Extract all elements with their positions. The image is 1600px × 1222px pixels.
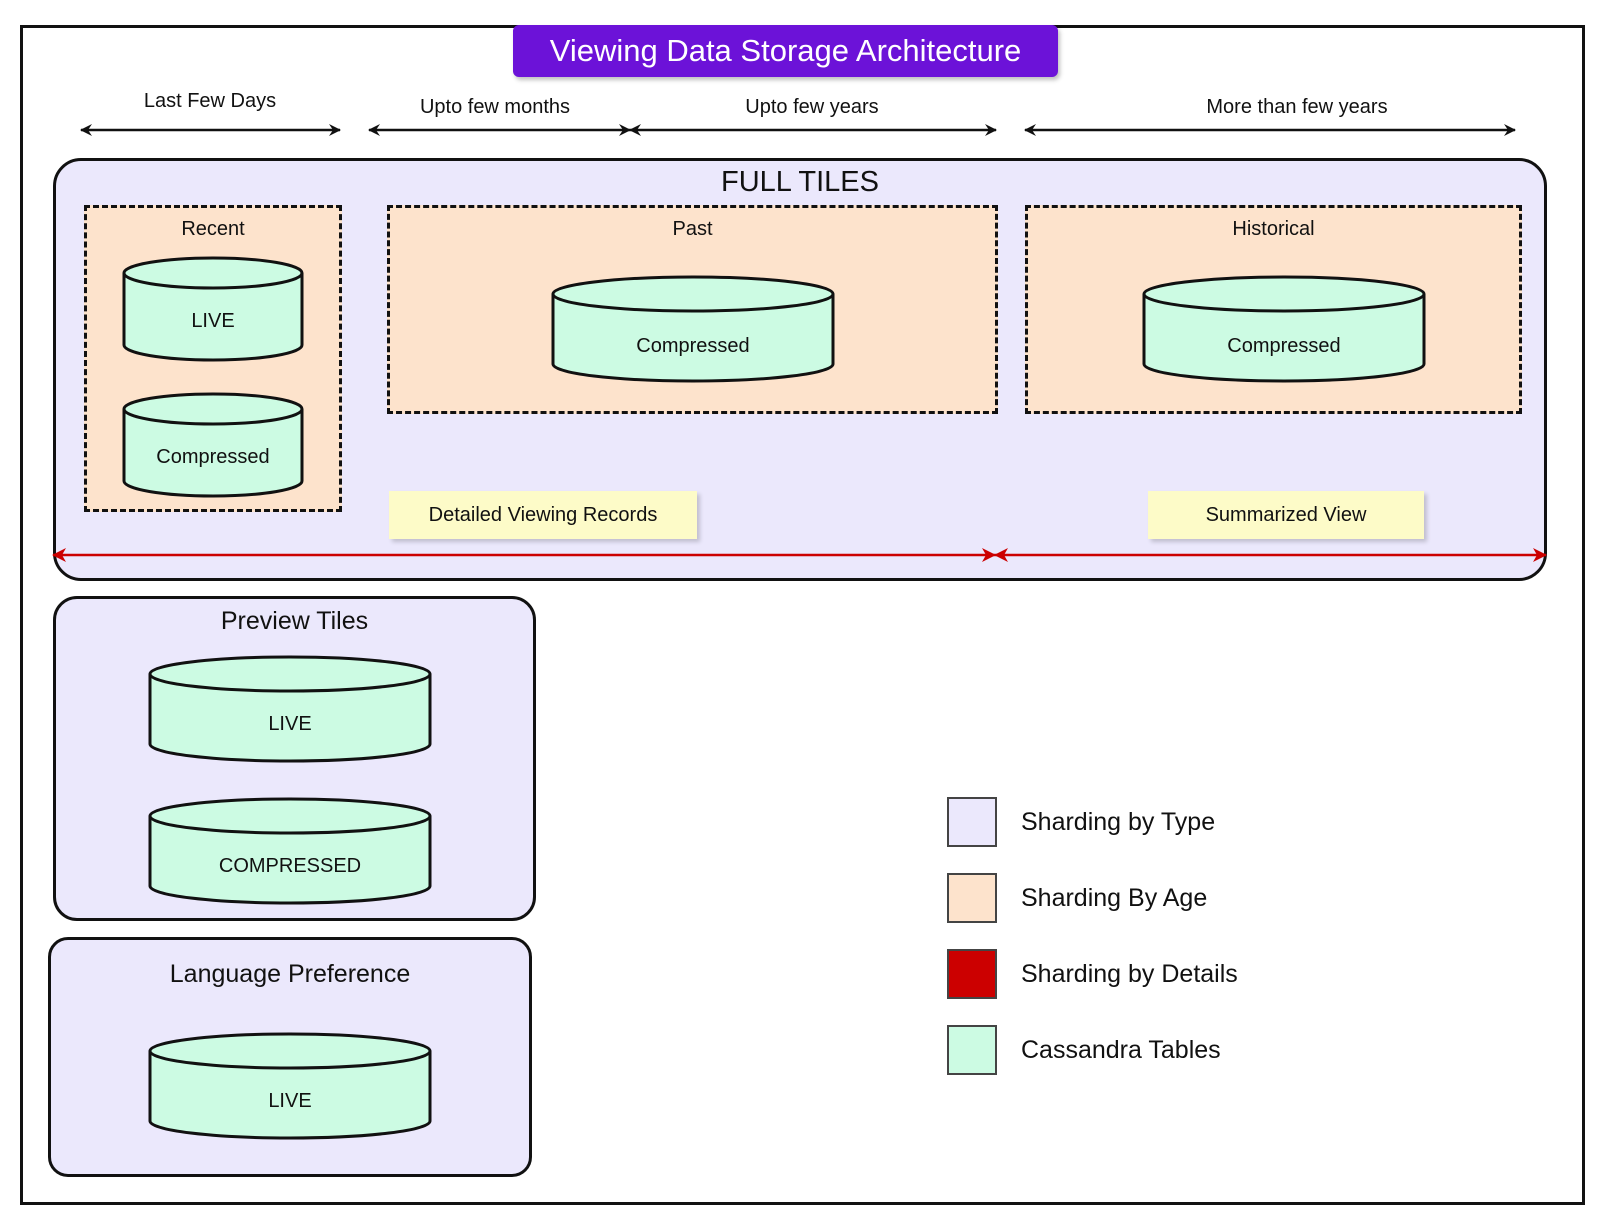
recent-live-table: LIVE: [122, 256, 304, 362]
legend-item-type: Sharding by Type: [947, 796, 1215, 848]
database-cylinder-icon: [148, 1032, 432, 1140]
legend-label-details: Sharding by Details: [1021, 959, 1238, 988]
historical-compressed-label: Compressed: [1227, 335, 1341, 357]
legend-label-cassandra: Cassandra Tables: [1021, 1035, 1221, 1064]
legend-swatch-details: [947, 949, 997, 999]
database-cylinder-icon: [551, 275, 835, 383]
historical-shard: Historical: [1025, 205, 1522, 414]
recent-shard-title: Recent: [181, 218, 245, 240]
legend-swatch-age: [947, 873, 997, 923]
database-cylinder-icon: [122, 392, 304, 498]
preview-tiles-title: Preview Tiles: [220, 607, 369, 635]
legend-swatch-type: [947, 797, 997, 847]
legend-label-type: Sharding by Type: [1021, 807, 1216, 836]
language-preference-title: Language Preference: [169, 960, 411, 988]
past-compressed-label: Compressed: [636, 335, 750, 357]
database-cylinder-icon: [1142, 275, 1426, 383]
legend-item-details: Sharding by Details: [947, 948, 1238, 1000]
summarized-view-note: Summarized View: [1148, 491, 1424, 539]
recent-live-label: LIVE: [191, 310, 235, 332]
legend-item-cassandra: Cassandra Tables: [947, 1024, 1221, 1076]
database-cylinder-icon: [122, 256, 304, 362]
database-cylinder-icon: [148, 655, 432, 763]
legend-swatch-cassandra: [947, 1025, 997, 1075]
historical-compressed-table: Compressed: [1142, 275, 1426, 383]
past-compressed-table: Compressed: [551, 275, 835, 383]
past-shard-title: Past: [672, 218, 713, 240]
span-label-upto-few-months: Upto few months: [419, 96, 571, 118]
language-live-table: LIVE: [148, 1032, 432, 1140]
span-label-upto-few-years: Upto few years: [745, 96, 879, 118]
full-tiles-title: FULL TILES: [721, 166, 879, 198]
detailed-viewing-records-note: Detailed Viewing Records: [389, 491, 697, 539]
legend-label-age: Sharding By Age: [1021, 883, 1208, 912]
database-cylinder-icon: [148, 797, 432, 905]
language-live-label: LIVE: [268, 1090, 312, 1112]
recent-compressed-table: Compressed: [122, 392, 304, 498]
preview-compressed-label: COMPRESSED: [218, 855, 362, 877]
recent-compressed-label: Compressed: [156, 446, 270, 468]
historical-shard-title: Historical: [1232, 218, 1315, 240]
span-label-more-than-few-years: More than few years: [1206, 96, 1388, 118]
preview-live-table: LIVE: [148, 655, 432, 763]
diagram-title: Viewing Data Storage Architecture: [513, 25, 1058, 77]
preview-compressed-table: COMPRESSED: [148, 797, 432, 905]
span-label-last-few-days: Last Few Days: [143, 90, 277, 112]
legend-item-age: Sharding By Age: [947, 872, 1207, 924]
preview-live-label: LIVE: [268, 713, 312, 735]
